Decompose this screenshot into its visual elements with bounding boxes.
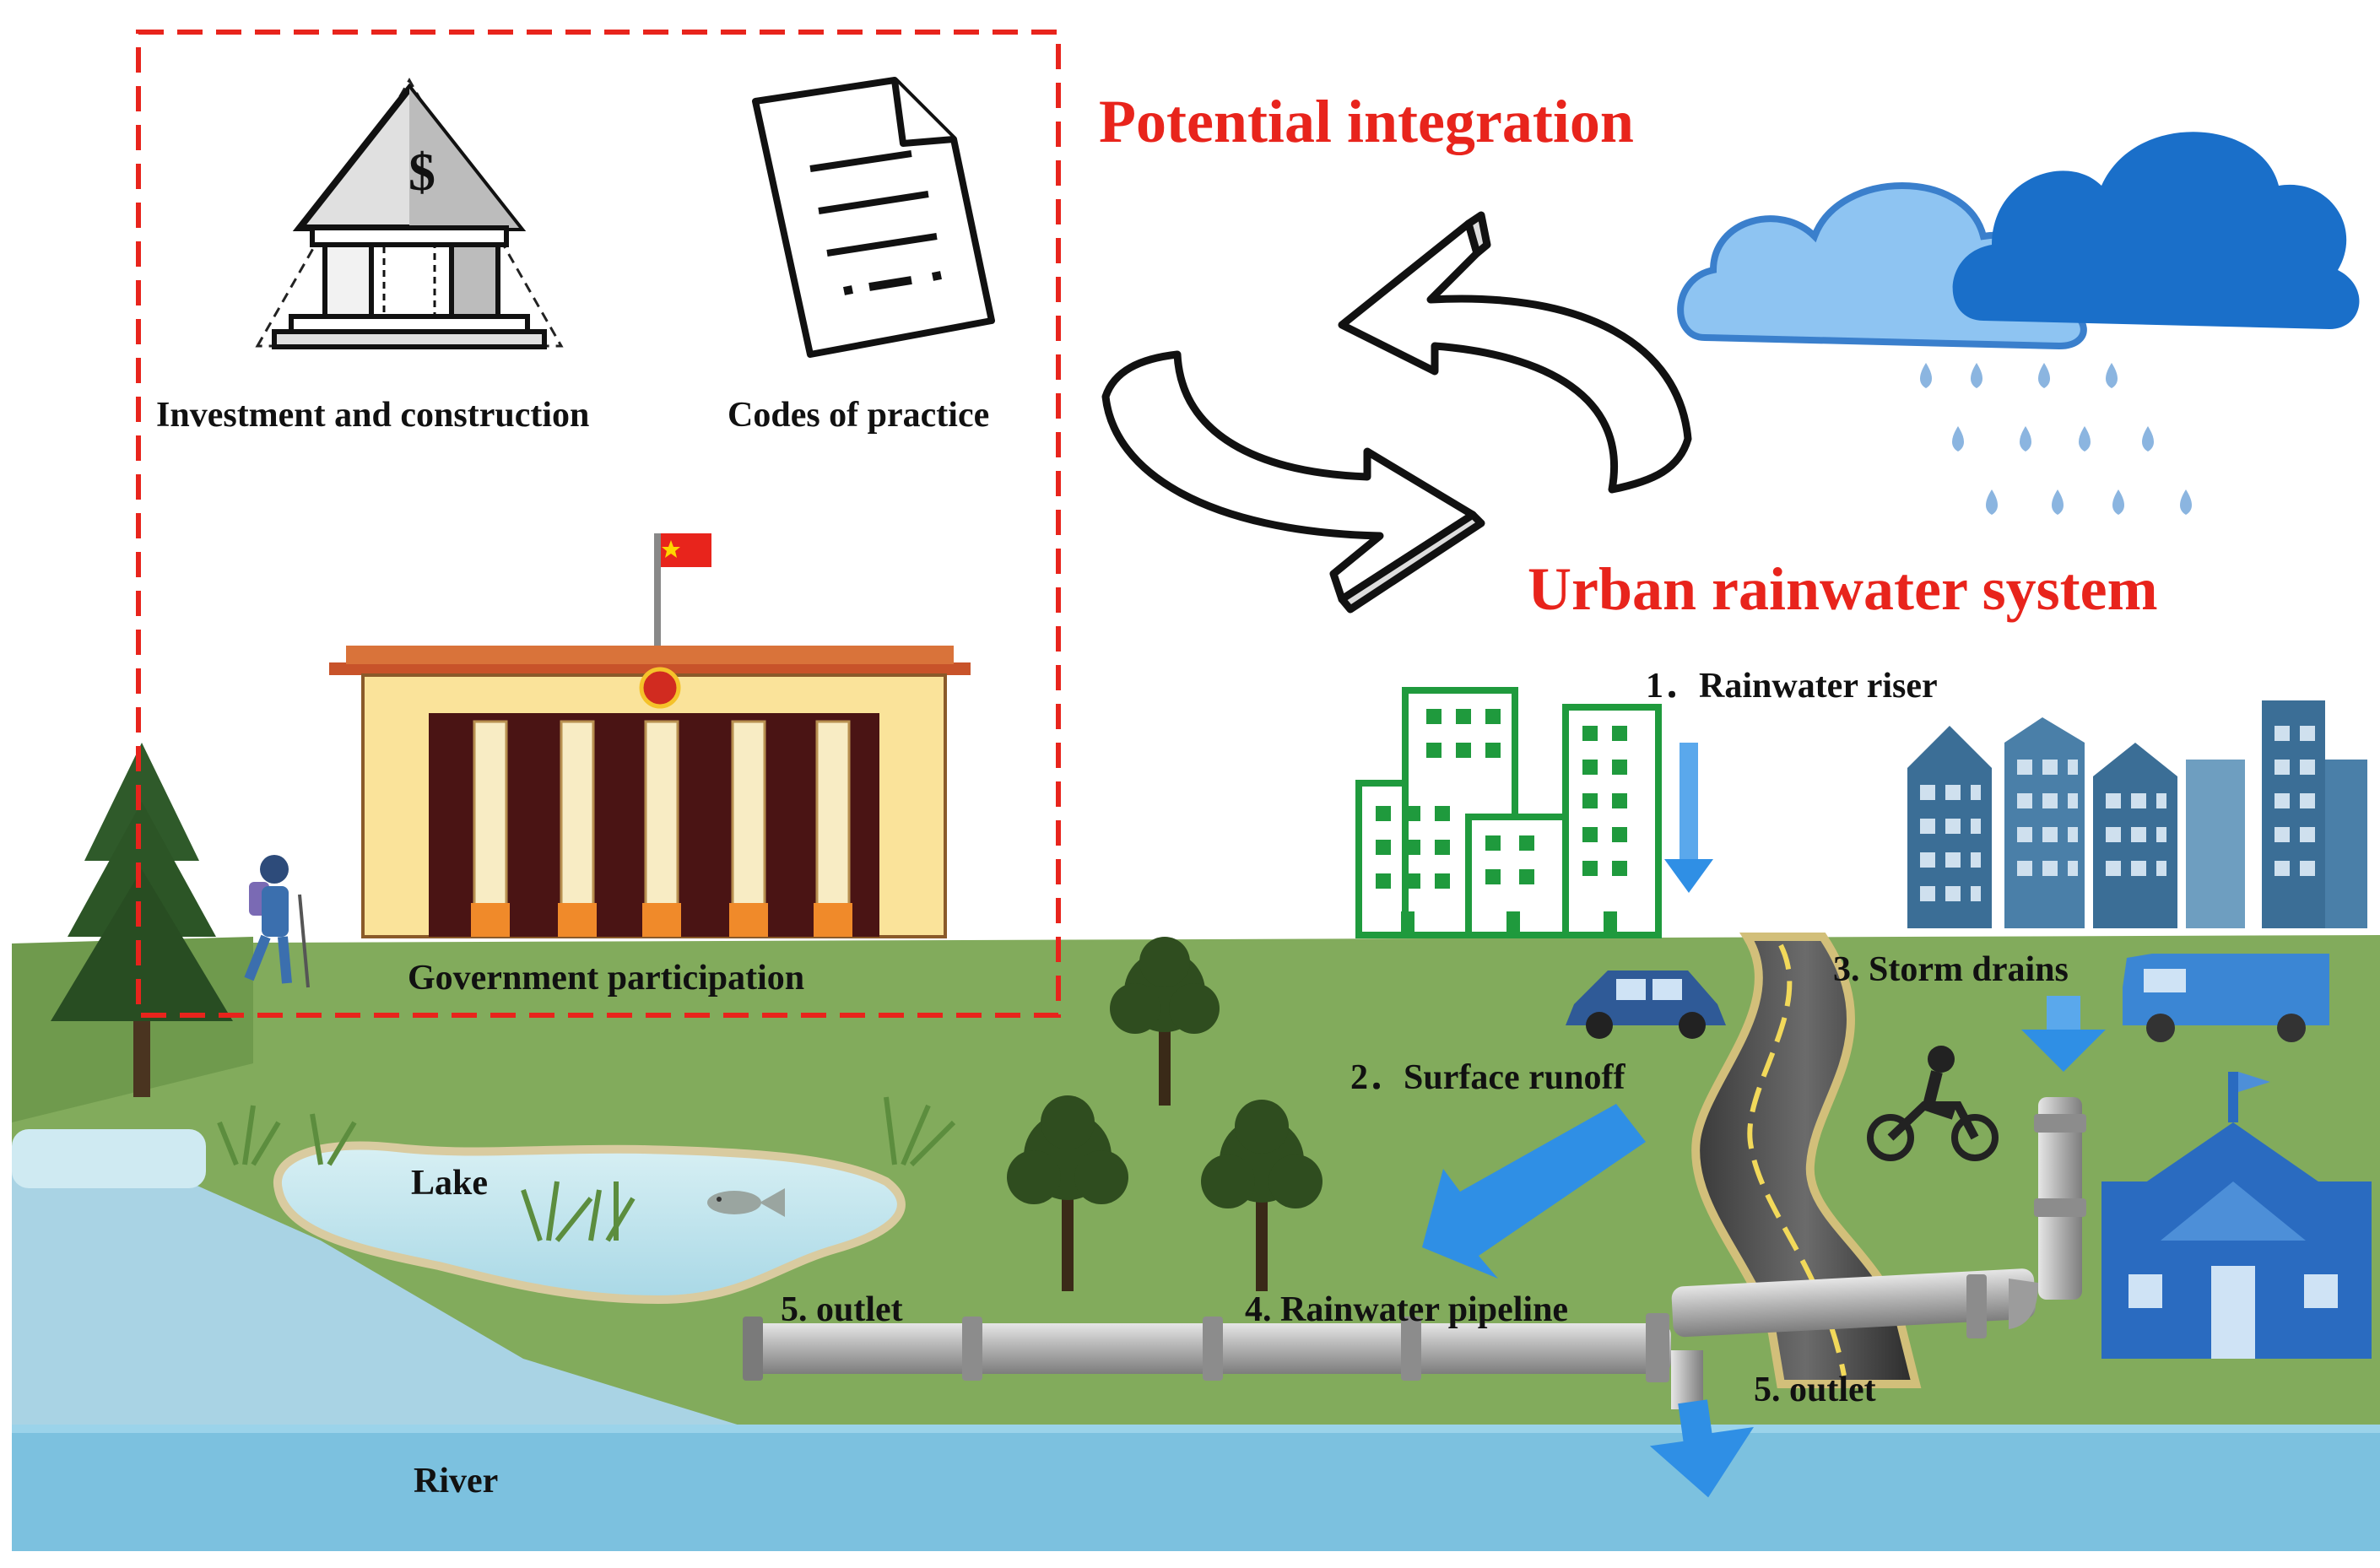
car-icon bbox=[1566, 971, 1726, 1039]
tree bbox=[1201, 1100, 1323, 1291]
lake bbox=[217, 1096, 956, 1305]
outlet-right-label: 5. outlet bbox=[1754, 1371, 1876, 1409]
storm-drain-arrow bbox=[2021, 996, 2106, 1072]
deciduous-trees bbox=[1007, 937, 1323, 1291]
reeds bbox=[217, 1096, 956, 1242]
upper-arrow bbox=[1338, 219, 1692, 494]
rainwater-pipeline bbox=[743, 1097, 2086, 1409]
city-skyline bbox=[1907, 700, 2367, 928]
surface-runoff-label: 2．Surface runoff bbox=[1350, 1058, 1625, 1097]
upper-arrow-depth bbox=[1464, 211, 1491, 257]
lake-label: Lake bbox=[411, 1164, 488, 1203]
lake-water bbox=[273, 1141, 906, 1305]
dollar-sign: $ bbox=[408, 142, 435, 202]
river bbox=[12, 1425, 2380, 1551]
motorcycle-icon bbox=[1867, 1046, 1999, 1161]
government-section-dashed-box bbox=[136, 30, 1061, 1018]
lake-left-edge bbox=[12, 1129, 206, 1188]
riverbank-slope bbox=[12, 1165, 743, 1426]
government-building-icon bbox=[329, 533, 971, 938]
lower-arrow bbox=[1101, 350, 1477, 603]
investment-and-construction-label: Investment and construction bbox=[156, 396, 589, 435]
river-label: River bbox=[414, 1462, 498, 1500]
tree bbox=[1110, 937, 1220, 1106]
flow-arrows bbox=[1422, 743, 2106, 1498]
recycle-arrows-icon bbox=[1101, 211, 1692, 614]
lower-arrow-depth bbox=[1338, 511, 1485, 614]
rainwater-riser-label: 1．Rainwater riser bbox=[1646, 667, 1938, 706]
school-building-icon bbox=[2101, 1072, 2372, 1359]
bank-dollar-icon: $ bbox=[255, 77, 564, 349]
riser-down-arrow bbox=[1664, 743, 1713, 893]
pine-tree bbox=[51, 743, 233, 1097]
green-buildings bbox=[1355, 687, 1662, 938]
road bbox=[1691, 933, 1922, 1388]
hiker-icon bbox=[244, 855, 310, 988]
outlet-down-arrow bbox=[1649, 1399, 1754, 1498]
government-participation-label: Government participation bbox=[408, 959, 804, 998]
codes-of-practice-label: Codes of practice bbox=[728, 396, 989, 435]
river-highlight bbox=[12, 1425, 2380, 1433]
raindrops bbox=[1920, 363, 2192, 515]
china-flag-icon bbox=[661, 533, 711, 567]
document-icon bbox=[752, 77, 995, 358]
tree bbox=[1007, 1095, 1128, 1291]
surface-runoff-arrow bbox=[1422, 1104, 1646, 1279]
outlet-left-label: 5. outlet bbox=[781, 1290, 903, 1329]
rain-cloud-icon bbox=[1677, 132, 2360, 515]
fish-icon bbox=[707, 1188, 785, 1217]
potential-integration-heading: Potential integration bbox=[1099, 88, 1634, 155]
van-icon bbox=[2123, 954, 2329, 1042]
rainwater-pipeline-label: 4. Rainwater pipeline bbox=[1245, 1290, 1568, 1329]
storm-drains-label: 3. Storm drains bbox=[1833, 950, 2069, 989]
urban-rainwater-system-heading: Urban rainwater system bbox=[1528, 555, 2158, 623]
